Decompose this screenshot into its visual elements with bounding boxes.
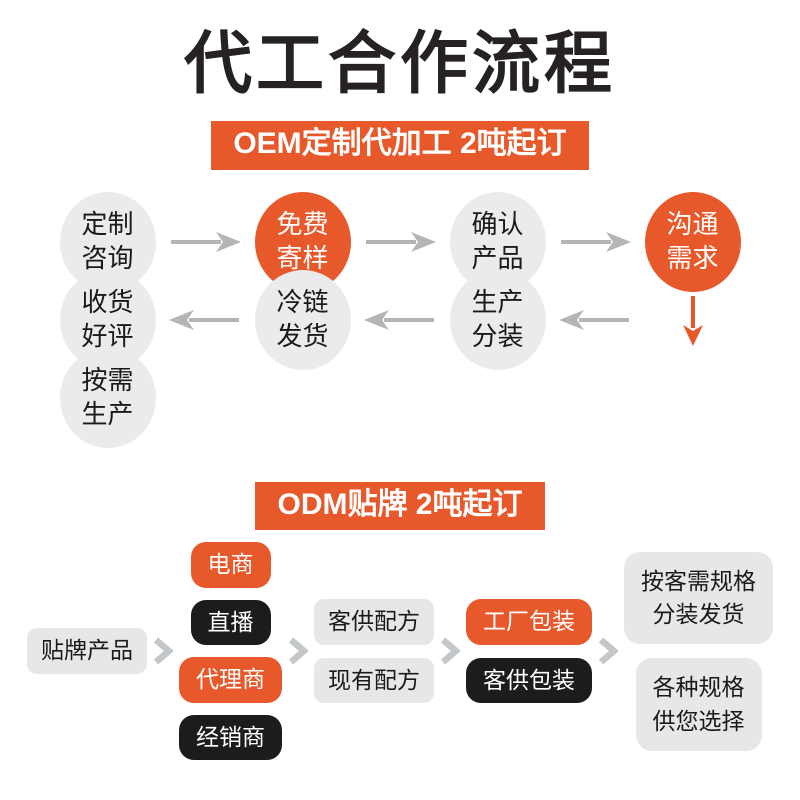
odm-recipe-column: 客供配方 现有配方 [314, 599, 434, 704]
oem-step-cold-chain-ship: 冷链 发货 [254, 269, 351, 370]
odm-channels-column: 电商 直播 代理商 经销商 [179, 542, 282, 761]
odm-packaging-column: 工厂包装 客供包装 [466, 599, 592, 704]
channel-ecommerce-pill: 电商 [190, 542, 271, 588]
arrow-left-icon [559, 309, 631, 331]
channel-livestream-pill: 直播 [190, 599, 271, 646]
oem-step-on-demand-production: 按需 生产 [59, 347, 156, 448]
arrow-left-icon [364, 309, 436, 331]
oem-step-communicate-needs: 沟通 需求 [644, 191, 741, 292]
chevron-right-icon [288, 636, 308, 666]
outcome-custom-spec-box: 按客需规格 分装发货 [624, 551, 773, 645]
odm-flow-diagram: 贴牌产品 电商 直播 代理商 经销商 客供配方 现有配方 [27, 542, 773, 761]
chevron-right-icon [598, 636, 618, 666]
arrow-right-icon [169, 231, 241, 253]
odm-outcomes-column: 按客需规格 分装发货 各种规格 供您选择 [624, 551, 773, 751]
outcome-various-spec-box: 各种规格 供您选择 [635, 658, 762, 751]
channel-agent-pill: 代理商 [179, 657, 282, 703]
page-title: 代工合作流程 [183, 26, 616, 102]
oem-section-banner: OEM定制代加工 2吨起订 [211, 121, 589, 170]
arrow-left-icon [169, 309, 241, 331]
packaging-factory-pill: 工厂包装 [466, 599, 592, 645]
oem-step-confirm-product: 确认 产品 [449, 191, 546, 292]
packaging-customer-pill: 客供包装 [466, 657, 592, 704]
chevron-right-icon [440, 636, 460, 666]
arrow-right-icon [364, 231, 436, 253]
recipe-existing-pill: 现有配方 [314, 657, 434, 704]
channel-distributor-pill: 经销商 [179, 714, 282, 761]
oem-step-produce-pack: 生产 分装 [449, 269, 546, 370]
odm-source-pill: 贴牌产品 [27, 628, 147, 674]
arrow-right-icon [559, 231, 631, 253]
chevron-right-icon [153, 636, 173, 666]
recipe-customer-pill: 客供配方 [314, 599, 434, 645]
arrow-down-icon [682, 294, 704, 346]
oem-flow-diagram: 定制 咨询 免费 寄样 确认 产品 沟通 需求 [59, 191, 741, 448]
odm-section-banner: ODM贴牌 2吨起订 [255, 481, 545, 530]
oem-step-receive-review: 收货 好评 [59, 269, 156, 370]
